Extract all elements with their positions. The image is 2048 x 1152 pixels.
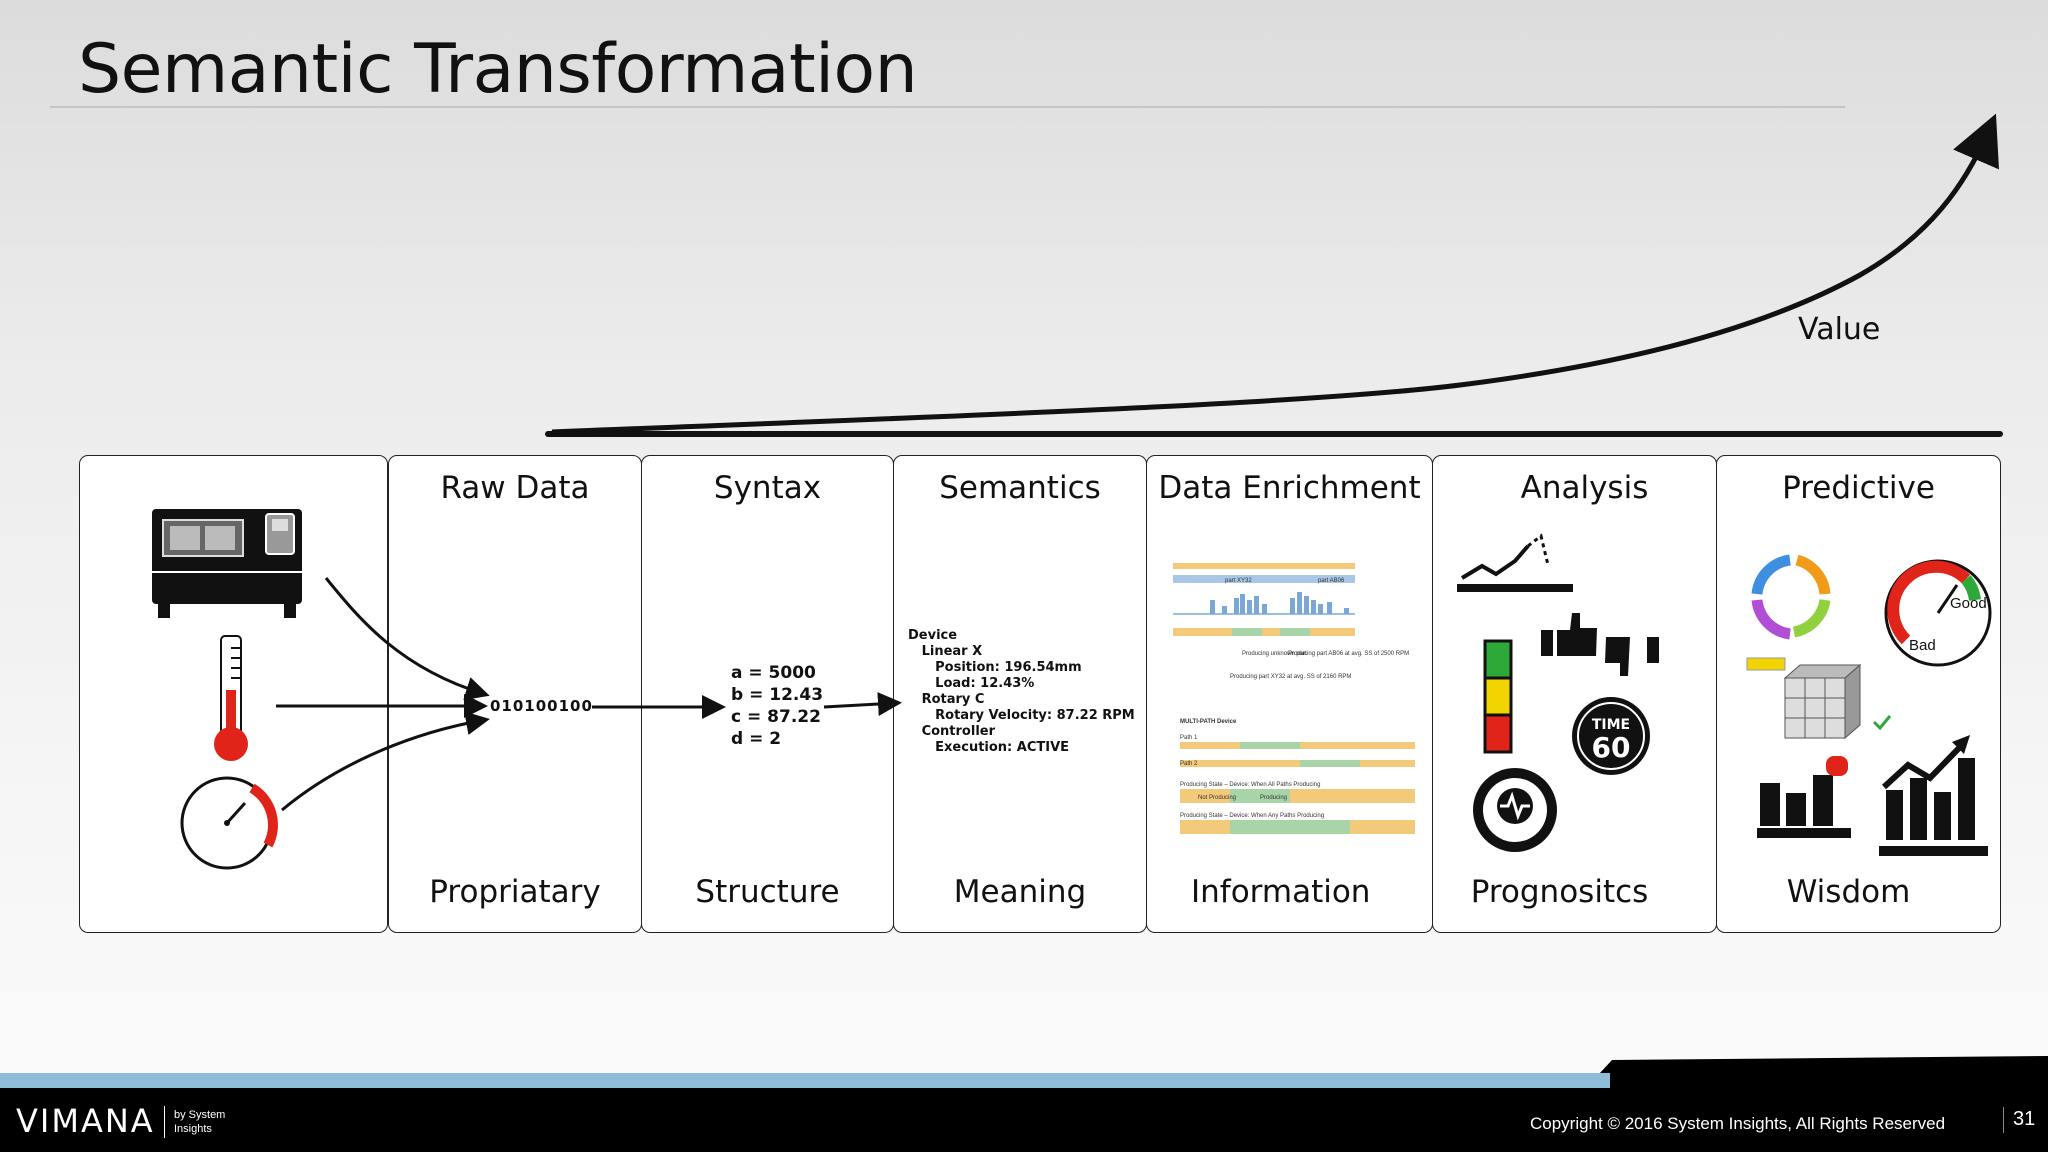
cycle-icon [1751,554,1831,640]
stage-footer: Structure [695,874,840,910]
enrichment-note-2: Producing part AB06 at avg. SS of 2500 R… [1288,651,1409,657]
enrichment-state-any: Producing State – Device: When Any Paths… [1180,813,1324,819]
footer-accent-band [0,1073,1610,1088]
good-bad-gauge-icon: Good Bad [1884,559,1992,667]
enrichment-path1: Path 1 [1180,735,1198,741]
traffic-light-icon [1483,639,1513,754]
stage-data-enrichment: Data Enrichment Information [1146,455,1433,933]
stage-footer: Meaning [953,874,1087,910]
stage-header: Data Enrichment [1158,470,1421,506]
stage-raw-data: Raw Data Propriatary [388,455,642,933]
title-underline [50,106,1845,108]
stage-semantics: Semantics Meaning [893,455,1147,933]
value-label: Value [1798,312,1881,347]
thumbs-down-icon [1605,637,1659,676]
stage-syntax: Syntax Structure [641,455,894,933]
bar-chart-icon [1757,756,1851,838]
trend-icon [1457,533,1573,592]
thermometer-icon [214,635,248,761]
stage-footer: Prognositcs [1470,874,1649,910]
thumbs-up-icon [1541,613,1597,656]
enrichment-producing: Producing [1260,795,1287,801]
stage-header: Syntax [713,470,822,506]
enrichment-note-3: Producing part XY32 at avg. SS of 2160 R… [1230,674,1351,680]
stage-header: Semantics [939,470,1101,506]
stage-analysis: Analysis Prognositcs [1432,455,1717,933]
enrichment-part-b: part AB06 [1318,578,1345,584]
stage-header: Raw Data [440,470,590,506]
stage-footer: Wisdom [1786,874,1911,910]
time-60-icon: TIME 60 [1572,697,1650,775]
enrichment-not-producing: Not Producing [1198,795,1236,801]
gauge-good-label: Good [1950,595,1987,612]
input-arrows [276,577,902,812]
stage-header: Predictive [1782,470,1935,506]
syntax-code: a = 5000 b = 12.43 c = 87.22 d = 2 [731,663,824,749]
enrichment-path2: Path 2 [1180,761,1198,767]
stage-header: Analysis [1520,470,1649,506]
machine-icon [152,509,302,618]
stage-footer: Propriatary [429,874,601,910]
footer-wedge [1586,1056,2048,1088]
brand-logo: VIMANA [16,1102,155,1140]
gauge-icon [180,776,278,870]
stage-predictive: Predictive Wisdom [1716,455,2001,933]
slide-title: Semantic Transformation [78,30,918,109]
raw-bits: 010100100 [490,697,593,715]
page-divider [2003,1107,2004,1133]
gauge-bad-label: Bad [1909,637,1936,654]
enrichment-multipath: MULTI-PATH Device [1180,719,1237,725]
health-monitor-icon [1473,768,1557,852]
footer-bar [0,1088,2048,1152]
enrichment-note-1: Producing unknown part [1242,651,1307,657]
semantics-code: Device Linear X Position: 196.54mm Load:… [908,628,1135,755]
enrichment-state-all: Producing State – Device: When All Paths… [1180,782,1320,788]
enrichment-chart [1173,563,1415,834]
time-value: 60 [1592,731,1631,764]
enrichment-part-a: part XY32 [1225,578,1252,584]
stage-footer: Information [1191,874,1371,910]
growth-chart-icon [1879,735,1988,856]
copyright-text: Copyright © 2016 System Insights, All Ri… [1530,1114,1946,1133]
brand-byline: by System Insights [174,1109,226,1135]
time-label: TIME [1592,717,1630,733]
page-number: 31 [2013,1108,2036,1130]
data-cube-icon [1746,657,1892,740]
brand-divider [164,1106,165,1138]
